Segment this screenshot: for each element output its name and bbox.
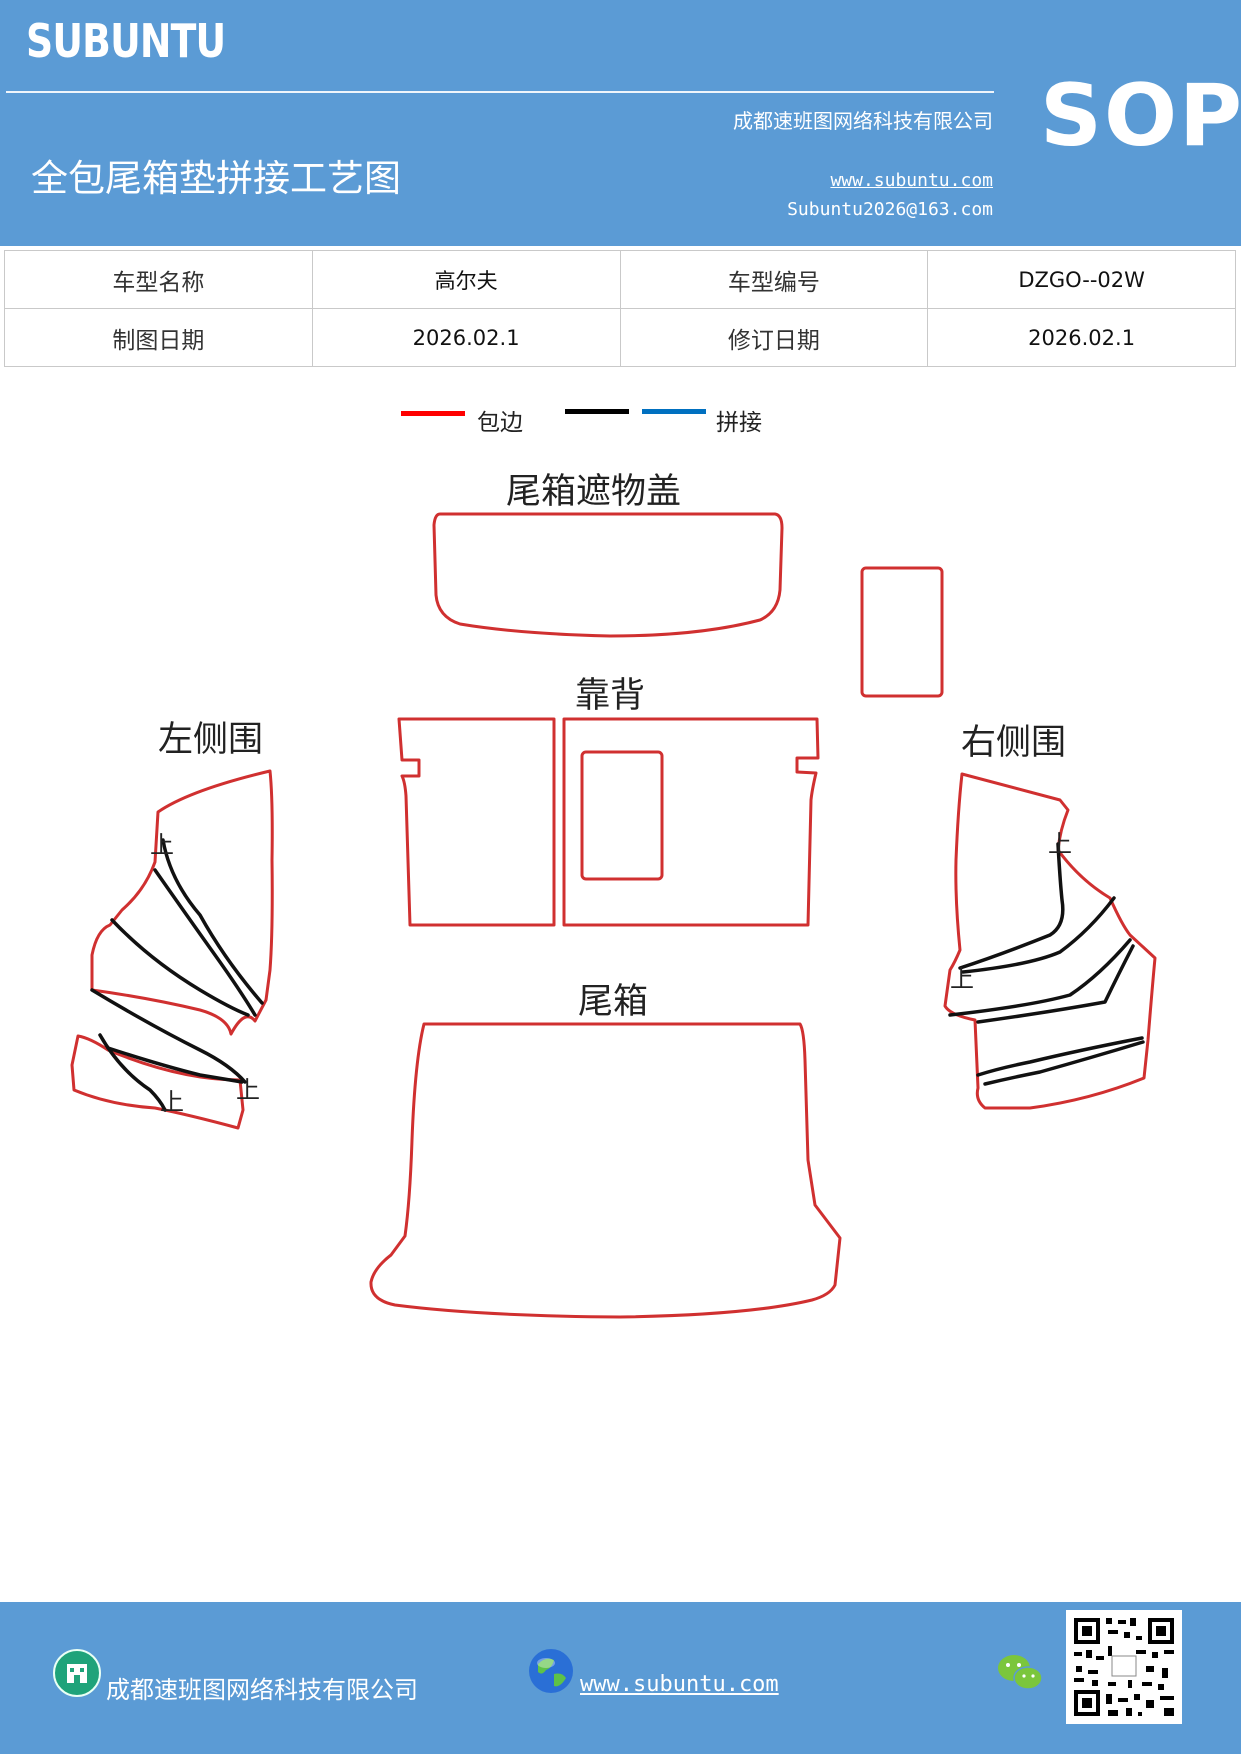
legend-black-swatch [565, 409, 629, 414]
backrest-left-panel [397, 717, 556, 927]
wechat-icon[interactable] [996, 1652, 1044, 1694]
model-name-label: 车型名称 [4, 250, 313, 309]
sop-badge: SOP [1040, 66, 1241, 166]
footer-company: 成都速班图网络科技有限公司 [106, 1676, 418, 1704]
left-seam-4 [90, 988, 247, 1084]
small-panel [860, 566, 944, 698]
up-mark: 上 [160, 1088, 184, 1116]
header-website-link[interactable]: www.subuntu.com [830, 170, 993, 191]
cover-panel [432, 512, 784, 638]
cover-label: 尾箱遮物盖 [506, 472, 681, 512]
draw-date-value: 2026.02.1 [311, 308, 621, 367]
legend-edge-swatch [401, 411, 465, 416]
trunk-mat-diagram: 尾箱遮物盖 靠背 左侧围 右侧围 尾箱 上 上 上 上 上 [70, 472, 1157, 1319]
model-code-label: 车型编号 [619, 250, 929, 309]
page-title: 全包尾箱垫拼接工艺图 [31, 157, 401, 200]
left-seam-5 [98, 1033, 167, 1112]
draw-date-label: 制图日期 [4, 308, 313, 367]
left-side-label: 左侧围 [158, 720, 263, 760]
header-company: 成都速班图网络科技有限公司 [733, 109, 993, 133]
up-mark: 上 [950, 965, 974, 993]
qr-code [1066, 1610, 1182, 1724]
right-seam-5 [976, 1036, 1144, 1077]
left-side-upper-panel [90, 769, 274, 1036]
left-seam-2 [153, 868, 257, 1017]
model-code-value: DZGO--02W [927, 250, 1236, 309]
left-seam-6 [106, 1046, 244, 1084]
right-side-label: 右侧围 [961, 723, 1066, 763]
right-seam-3 [948, 938, 1132, 1017]
header-divider [6, 91, 994, 93]
left-side-lower-panel [70, 1034, 245, 1130]
footer-banner: 成都速班图网络科技有限公司 www.subuntu.com [0, 1602, 1241, 1754]
legend-seam-swatch [642, 409, 706, 414]
legend-seam-label: 拼接 [716, 410, 762, 436]
trunk-floor-panel [369, 1022, 842, 1319]
header-banner: SUBUNTU SOP 成都速班图网络科技有限公司 www.subuntu.co… [0, 0, 1241, 246]
up-mark: 上 [150, 831, 174, 859]
header-email[interactable]: Subuntu2026@163.com [787, 199, 993, 220]
brand-logo: SUBUNTU [26, 14, 226, 68]
right-side-panel [943, 772, 1157, 1110]
up-mark: 上 [1048, 830, 1072, 858]
backrest-window [580, 750, 664, 881]
revision-date-value: 2026.02.1 [927, 308, 1236, 367]
legend-edge-label: 包边 [477, 410, 523, 436]
table-row: 制图日期 2026.02.1 修订日期 2026.02.1 [4, 308, 1236, 367]
left-seam-1 [161, 838, 264, 1005]
table-row: 车型名称 高尔夫 车型编号 DZGO--02W [4, 250, 1236, 309]
building-icon [53, 1649, 101, 1697]
model-name-value: 高尔夫 [311, 250, 621, 309]
revision-date-label: 修订日期 [619, 308, 929, 367]
footer-website-link[interactable]: www.subuntu.com [580, 1672, 779, 1697]
backrest-right-panel [562, 717, 820, 927]
right-seam-6 [983, 1040, 1145, 1086]
globe-icon [529, 1649, 573, 1693]
up-mark: 上 [236, 1076, 260, 1104]
backrest-label: 靠背 [575, 676, 645, 716]
left-seam-3 [110, 918, 250, 1017]
right-seam-2 [961, 896, 1116, 974]
right-seam-1 [958, 842, 1065, 970]
right-seam-4 [976, 944, 1135, 1024]
trunk-label: 尾箱 [578, 982, 648, 1022]
info-table: 车型名称 高尔夫 车型编号 DZGO--02W 制图日期 2026.02.1 修… [4, 250, 1236, 367]
